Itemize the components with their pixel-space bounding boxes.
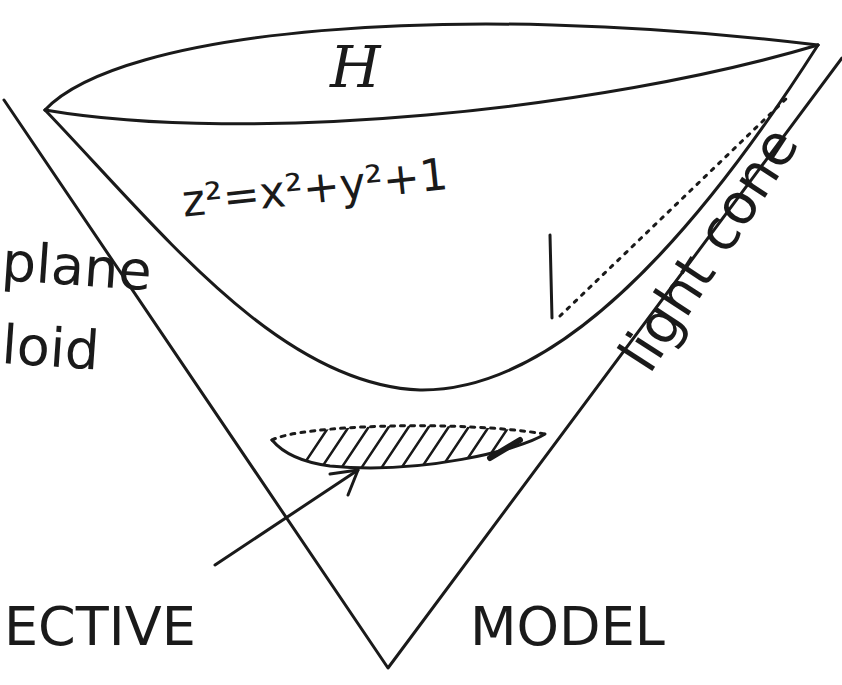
model-title-word: MODEL: [470, 600, 665, 654]
hyperboloid-rim-front: [45, 45, 818, 124]
cut-word: plane: [0, 235, 153, 299]
disk-hatching: [300, 425, 510, 470]
hyperboloid-rim-back: [45, 24, 818, 110]
disk-thick-mark: [490, 440, 520, 458]
light-cone: [4, 58, 842, 668]
cut-word: loid: [0, 318, 101, 379]
model-title-word: ECTIVE: [4, 600, 196, 654]
cone-label: light cone: [610, 118, 808, 381]
space-symbol: H: [330, 38, 381, 96]
vertical-segment: [550, 235, 552, 318]
equation-label: z²=x²+y²+1: [180, 152, 450, 224]
pointer-arrow: [215, 470, 358, 565]
pointer-arrow-head: [330, 470, 358, 495]
hyperboloid-sheet: [45, 45, 818, 390]
